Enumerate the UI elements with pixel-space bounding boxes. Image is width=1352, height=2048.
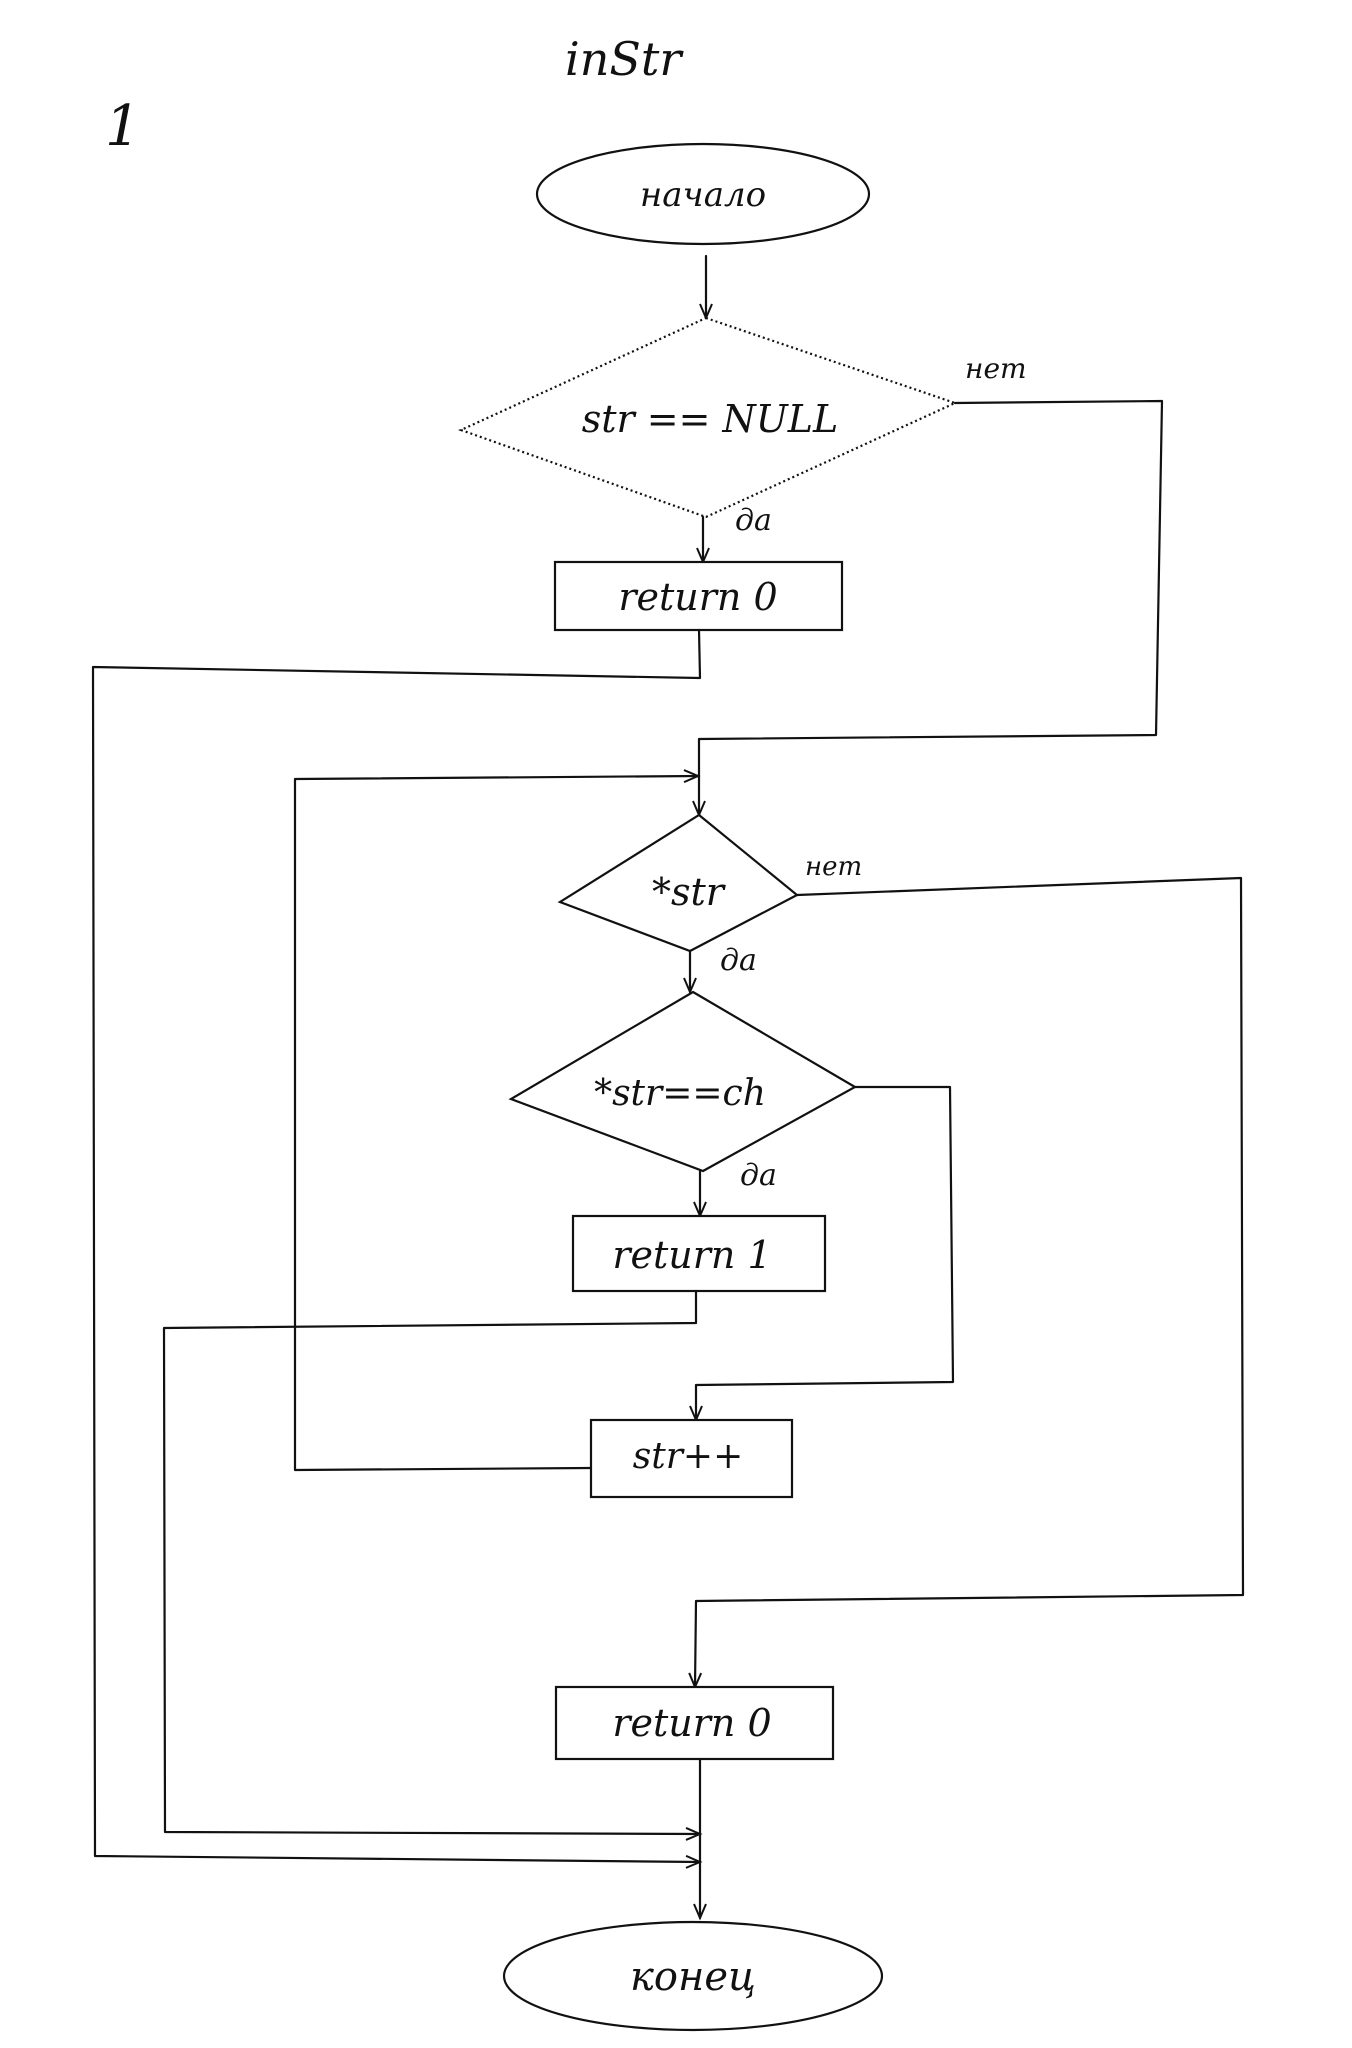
edge-return-zero-first-to-end	[91, 628, 703, 1869]
return-zero-first-box	[553, 560, 844, 632]
char-check-label: *str==ch	[594, 1073, 766, 1114]
edge-null-no	[692, 399, 1164, 818]
increment-label: str++	[633, 1436, 743, 1477]
page-number: 1	[105, 94, 141, 159]
end-terminal	[502, 1920, 884, 2032]
start-label: начало	[640, 175, 766, 215]
return-one-label: return 1	[612, 1233, 771, 1277]
edge-str-no	[688, 876, 1245, 1690]
edge-return-one-to-end	[162, 1289, 703, 1841]
diagram-title: inStr	[565, 32, 684, 86]
return-zero-first-label: return 0	[618, 575, 777, 619]
decision-null-check	[458, 316, 958, 519]
null-check-label: str == NULL	[582, 397, 839, 441]
edge-loop-back	[293, 769, 701, 1472]
null-no-label: нет	[965, 352, 1027, 385]
end-label: конец	[630, 1954, 756, 2000]
return-one-box	[571, 1214, 827, 1293]
str-no-label: нет	[805, 852, 862, 882]
null-yes-label: да	[735, 503, 772, 538]
increment-box	[589, 1418, 794, 1499]
return-zero-last-box	[554, 1685, 835, 1761]
start-terminal	[535, 142, 871, 246]
char-yes-label: да	[740, 1158, 777, 1193]
return-zero-last-label: return 0	[612, 1701, 771, 1745]
edge-char-no	[689, 1085, 955, 1423]
str-yes-label: да	[720, 943, 757, 978]
str-check-label: *str	[652, 870, 727, 914]
decision-char-check	[508, 990, 858, 1173]
